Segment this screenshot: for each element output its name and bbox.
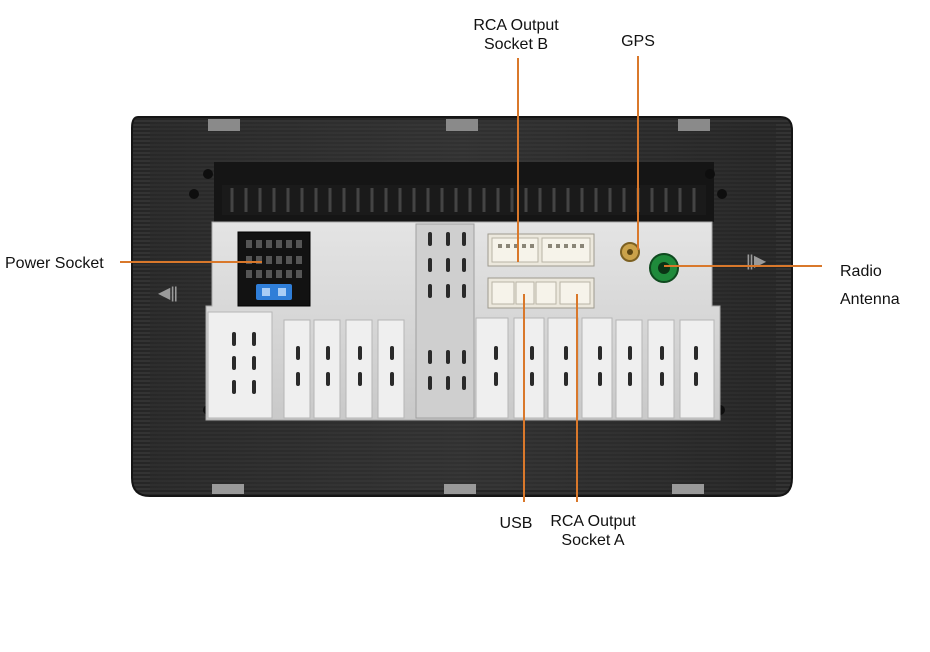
rca-output-socket-a-line1: RCA Output — [550, 513, 636, 530]
rca-output-socket-b-connector — [487, 233, 595, 267]
power-socket-label: Power Socket — [5, 255, 104, 272]
rca-output-socket-b-line2: Socket B — [483, 36, 549, 53]
usb-and-rca-output-socket-a-connectors — [487, 277, 595, 309]
gps-socket — [620, 242, 640, 262]
radio-antenna-label: Radio Antenna — [840, 258, 900, 314]
rca-output-socket-a-line2: Socket A — [561, 532, 625, 549]
svg-text:ǁ▶: ǁ▶ — [746, 251, 767, 270]
radio-antenna-line2: Antenna — [840, 291, 900, 308]
rca-output-socket-b-label: RCA Output Socket B — [456, 16, 576, 54]
gps-label: GPS — [621, 33, 655, 50]
rca-output-socket-a-label: RCA Output Socket A — [534, 512, 652, 550]
usb-label: USB — [499, 515, 533, 532]
power-socket-connector — [237, 231, 311, 307]
radio-antenna-line1: Radio — [840, 263, 882, 280]
rca-output-socket-b-line1: RCA Output — [473, 17, 559, 34]
fuse-icon — [256, 284, 292, 300]
radio-antenna-socket — [649, 253, 679, 283]
callout-lines — [120, 56, 822, 502]
rear-panel — [205, 221, 721, 421]
svg-text:◀ǁ: ◀ǁ — [158, 283, 178, 302]
